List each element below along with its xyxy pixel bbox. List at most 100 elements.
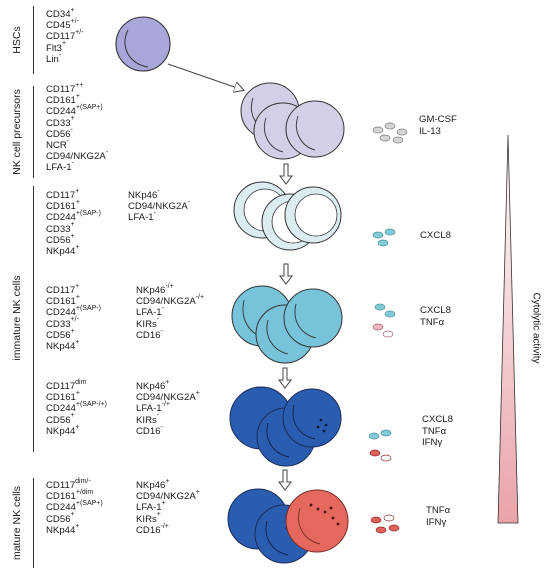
marker-expression: + [62, 40, 67, 48]
marker-row: LFA-1+ [136, 500, 200, 513]
marker-row: CD45+/- [46, 18, 84, 31]
marker-name: Flt3 [46, 42, 62, 54]
marker-row: LFA-1-/+ [136, 401, 200, 415]
marker-expression: + [165, 477, 170, 485]
cytokine-label: TNFα [426, 505, 451, 516]
marker-expression: -/+ [160, 522, 169, 530]
marker-name: NKp46 [136, 480, 166, 491]
marker-name: CD244 [46, 502, 76, 514]
marker-expression: + [156, 511, 161, 519]
marker-expression: + [70, 327, 75, 335]
marker-row: NKp46- [128, 188, 190, 201]
marker-name: CD244 [46, 212, 76, 224]
marker-expression: + [195, 390, 200, 398]
marker-expression: - [160, 327, 163, 335]
marker-row: LFA-1- [128, 210, 190, 223]
marker-expression: + [70, 6, 75, 14]
marker-name: NKp46 [136, 285, 166, 296]
marker-row: CD56+ [46, 233, 101, 246]
marker-expression: dim [75, 378, 87, 386]
marker-row: CD56+ [46, 511, 103, 525]
marker-expression: + [195, 489, 200, 497]
marker-name: LFA-1 [136, 403, 162, 415]
marker-row: CD56+ [46, 412, 107, 426]
marker-name: CD161 [46, 491, 76, 503]
mature-cells [227, 488, 349, 564]
marker-expression: -/+ [165, 282, 174, 290]
marker-row: CD161+ [46, 93, 108, 107]
marker-expression: - [66, 137, 70, 145]
marker-expression: + [75, 294, 80, 302]
marker-expression: -/+ [161, 401, 170, 409]
marker-name: NKp44 [46, 246, 76, 258]
marker-expression: + [70, 511, 75, 519]
cytokines-immature-1: CXCL8 [420, 230, 451, 242]
marker-name: CD56 [46, 329, 71, 341]
cytokine-label: IFNγ [422, 437, 443, 448]
marker-expression: + [75, 199, 80, 207]
marker-expression: +(SAP-) [75, 305, 101, 313]
granules-immature-2 [372, 303, 396, 338]
markers-immature-3b: NKp46+CD94/NKG2A+LFA-1-/+KIRs-CD16- [136, 379, 200, 437]
hsc-cell [115, 16, 171, 72]
granules-mature [370, 514, 400, 534]
marker-row: Lin- [46, 51, 84, 65]
marker-expression: +/- [70, 316, 79, 324]
marker-expression: - [153, 210, 156, 218]
marker-expression: - [156, 316, 160, 324]
markers-immature-1b: NKp46-CD94/NKG2A-LFA-1- [128, 188, 191, 224]
marker-expression: - [105, 149, 109, 157]
marker-row: CD33+ [46, 115, 108, 129]
marker-expression: - [58, 51, 62, 59]
marker-name: KIRs [136, 513, 157, 525]
granules-immature-3 [368, 429, 392, 462]
cytolytic-gradient-wedge [497, 134, 519, 524]
marker-expression: + [70, 115, 75, 123]
marker-expression: +(SAP+) [75, 104, 103, 112]
marker-name: NCR [46, 140, 67, 152]
marker-expression: + [75, 243, 80, 251]
marker-row: CD117+ [46, 188, 101, 201]
marker-row: CD94/NKG2A+ [136, 390, 200, 403]
marker-name: CD94/NKG2A [136, 491, 196, 503]
marker-row: CD161+ [46, 294, 101, 307]
marker-expression: - [70, 126, 73, 134]
marker-name: CD161 [46, 392, 76, 404]
cytokine-label: TNFα [422, 425, 447, 437]
markers-mature-b: NKp46+CD94/NKG2A+LFA-1+KIRs+CD16-/+ [136, 477, 200, 536]
marker-row: CD56+ [46, 327, 101, 341]
marker-expression: +/- [70, 18, 79, 26]
marker-row: NKp46-/+ [136, 282, 204, 296]
marker-expression: + [75, 93, 80, 101]
marker-name: NKp44 [46, 425, 76, 437]
marker-row: CD34+ [46, 6, 84, 20]
marker-name: CD117 [46, 381, 76, 392]
hsc-stage-bar [33, 6, 34, 74]
marker-name: CD56 [46, 234, 71, 246]
marker-expression: +(SAP+) [75, 500, 103, 508]
marker-expression: + [75, 338, 80, 346]
marker-name: CD161 [46, 95, 76, 107]
marker-name: CD16 [136, 524, 161, 536]
marker-row: NKp44+ [46, 243, 101, 258]
marker-row: CD161+ [46, 390, 107, 404]
marker-name: CD161 [46, 201, 76, 213]
marker-expression: + [75, 522, 80, 530]
marker-expression: +(SAP-/+) [75, 401, 107, 409]
marker-expression: +/- [75, 29, 84, 37]
marker-expression: ++ [75, 81, 84, 89]
marker-name: CD16 [136, 329, 161, 341]
marker-expression: - [187, 199, 191, 207]
marker-row: CD244+(SAP-/+) [46, 401, 107, 414]
marker-name: CD244 [46, 106, 76, 118]
marker-row: CD244+(SAP-) [46, 210, 101, 224]
marker-row: CD16- [136, 424, 200, 437]
marker-expression: + [70, 412, 75, 420]
marker-name: CD117 [46, 31, 76, 43]
